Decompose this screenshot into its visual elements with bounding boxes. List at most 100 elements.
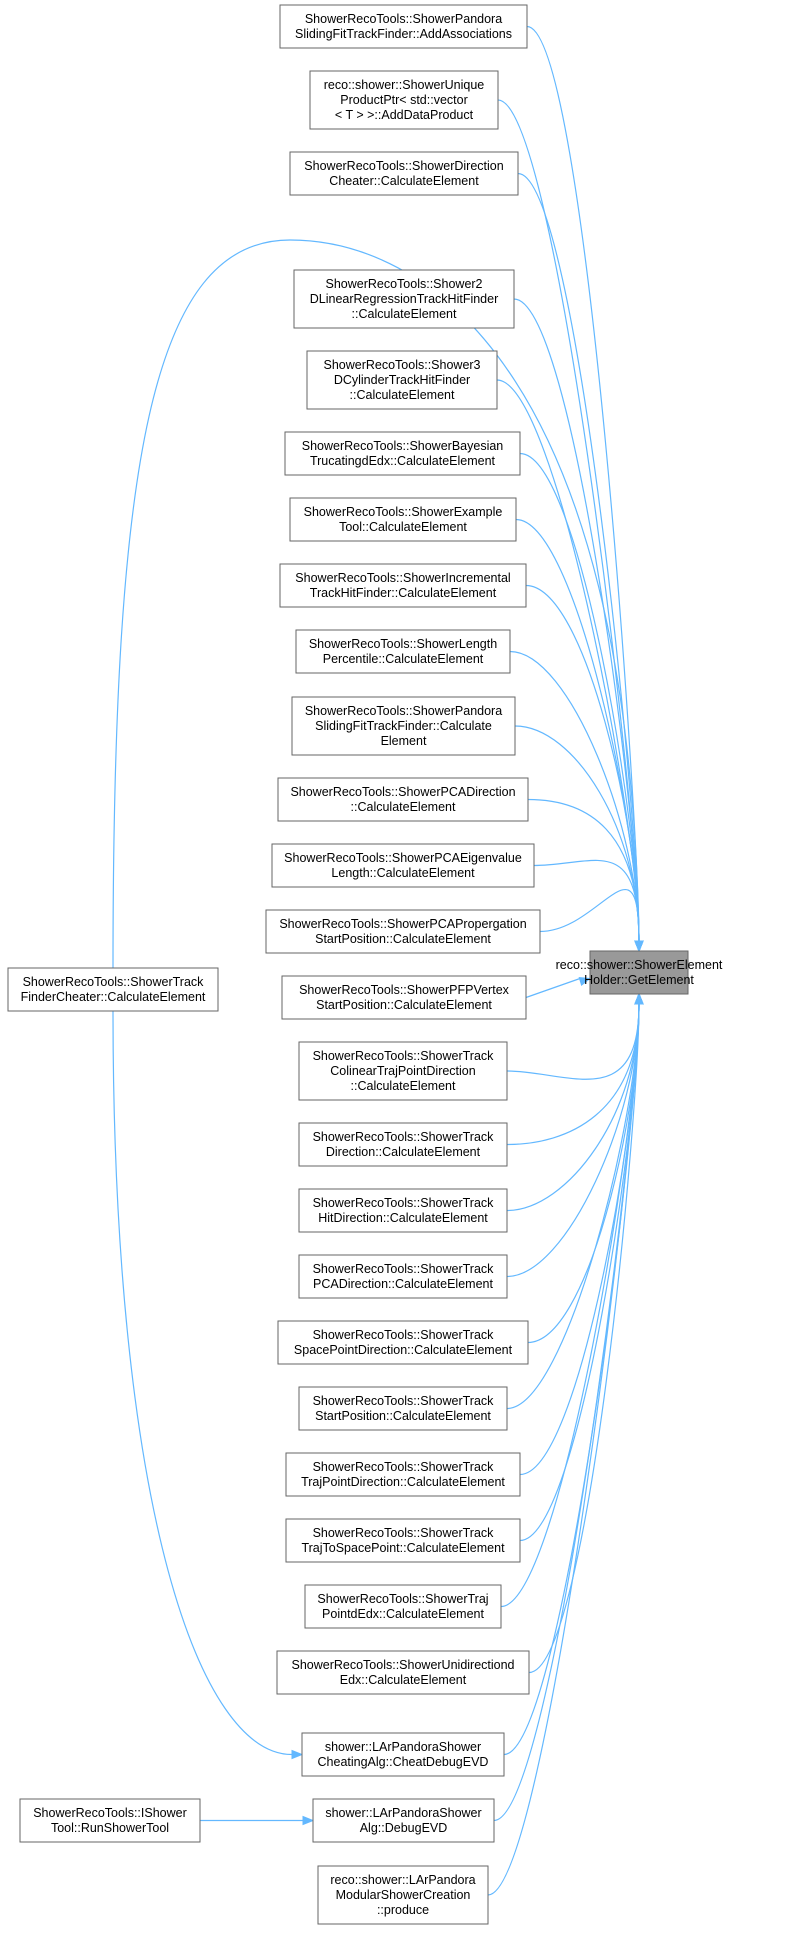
n2-label-line: ProductPtr< std::vector [340,93,467,107]
caller-node-n18[interactable]: ShowerRecoTools::ShowerTrackPCADirection… [298,1254,508,1299]
n23-box [304,1584,502,1629]
n11-label-line: ShowerRecoTools::ShowerPCADirection [290,785,515,799]
n29-label-line: ShowerRecoTools::IShower [33,1806,187,1820]
edge-n3-to-target [517,172,640,942]
caller-node-n28[interactable]: ShowerRecoTools::ShowerTrackFinderCheate… [7,967,219,1012]
edge-n28-to-target-arrowhead [634,940,644,953]
n26-box [312,1798,495,1843]
n4-label-line: ::CalculateElement [352,307,457,321]
n21-label-line: TrajPointDirection::CalculateElement [301,1475,505,1489]
caller-node-n21[interactable]: ShowerRecoTools::ShowerTrackTrajPointDir… [285,1452,521,1497]
caller-node-n19[interactable]: ShowerRecoTools::ShowerTrackSpacePointDi… [277,1320,529,1365]
edge-n17-to-target [506,1003,640,1212]
caller-node-n24[interactable]: ShowerRecoTools::ShowerUnidirectiondEdx:… [276,1650,530,1695]
caller-node-n8[interactable]: ShowerRecoTools::ShowerIncrementalTrackH… [279,563,527,608]
n29-label-line: Tool::RunShowerTool [51,1821,169,1835]
target-node[interactable]: reco::shower::ShowerElementHolder::GetEl… [556,950,723,995]
n15-label-line: ShowerRecoTools::ShowerTrack [313,1049,495,1063]
caller-node-n9[interactable]: ShowerRecoTools::ShowerLengthPercentile:… [295,629,511,674]
n24-label-line: ShowerRecoTools::ShowerUnidirectiond [291,1658,514,1672]
n19-label-line: SpacePointDirection::CalculateElement [294,1343,513,1357]
caller-node-n17[interactable]: ShowerRecoTools::ShowerTrackHitDirection… [298,1188,508,1233]
n27-label-line: ModularShowerCreation [336,1888,471,1902]
n22-label-line: TrajToSpacePoint::CalculateElement [301,1541,505,1555]
n3-label-line: ShowerRecoTools::ShowerDirection [304,159,503,173]
caller-node-n5[interactable]: ShowerRecoTools::Shower3DCylinderTrackHi… [306,350,498,410]
n14-label-line: StartPosition::CalculateElement [316,998,492,1012]
n10-label-line: ShowerRecoTools::ShowerPandora [305,704,502,718]
n8-label-line: ShowerRecoTools::ShowerIncremental [295,571,510,585]
n9-box [295,629,511,674]
n5-label-line: DCylinderTrackHitFinder [334,373,470,387]
n2-box [309,70,499,130]
edge-n27-to-target-arrowhead [634,992,644,1005]
n1-label-line: SlidingFitTrackFinder::AddAssociations [295,27,512,41]
n25-label-line: CheatingAlg::CheatDebugEVD [318,1755,489,1769]
n5-box [306,350,498,410]
n13-label-line: ShowerRecoTools::ShowerPCAPropergation [279,917,526,931]
caller-node-n29[interactable]: ShowerRecoTools::IShowerTool::RunShowerT… [19,1798,201,1843]
nodes-layer: ShowerRecoTools::ShowerPandoraSlidingFit… [7,4,723,1925]
n22-box [285,1518,521,1563]
n4-box [293,269,515,329]
caller-node-n4[interactable]: ShowerRecoTools::Shower2DLinearRegressio… [293,269,515,329]
edge-n25-to-target [503,1003,640,1756]
n16-box [298,1122,508,1167]
caller-node-n1[interactable]: ShowerRecoTools::ShowerPandoraSlidingFit… [279,4,528,49]
caller-node-n22[interactable]: ShowerRecoTools::ShowerTrackTrajToSpaceP… [285,1518,521,1563]
caller-node-n10[interactable]: ShowerRecoTools::ShowerPandoraSlidingFit… [291,696,516,756]
n29-box [19,1798,201,1843]
n9-label-line: Percentile::CalculateElement [323,652,484,666]
n20-label-line: StartPosition::CalculateElement [315,1409,491,1423]
n26-label-line: Alg::DebugEVD [360,1821,448,1835]
n9-label-line: ShowerRecoTools::ShowerLength [309,637,497,651]
n3-label-line: Cheater::CalculateElement [329,174,479,188]
n12-label-line: Length::CalculateElement [331,866,475,880]
edge-n14-to-target [525,977,581,999]
caller-node-n13[interactable]: ShowerRecoTools::ShowerPCAPropergationSt… [265,909,541,954]
edge-n29-to-n26-arrowhead [302,1815,315,1826]
n18-label-line: PCADirection::CalculateElement [313,1277,493,1291]
n24-box [276,1650,530,1695]
n17-label-line: ShowerRecoTools::ShowerTrack [313,1196,495,1210]
caller-node-n3[interactable]: ShowerRecoTools::ShowerDirectionCheater:… [289,151,519,196]
target-label-line: reco::shower::ShowerElement [556,958,723,972]
n2-label-line: < T > >::AddDataProduct [335,108,474,122]
target-label-line: Holder::GetElement [584,973,694,987]
n27-box [317,1865,489,1925]
caller-node-n23[interactable]: ShowerRecoTools::ShowerTrajPointdEdx::Ca… [304,1584,502,1629]
n16-label-line: Direction::CalculateElement [326,1145,481,1159]
n8-box [279,563,527,608]
n25-label-line: shower::LArPandoraShower [325,1740,481,1754]
caller-node-n25[interactable]: shower::LArPandoraShowerCheatingAlg::Che… [301,1732,505,1777]
caller-node-n27[interactable]: reco::shower::LArPandoraModularShowerCre… [317,1865,489,1925]
n17-label-line: HitDirection::CalculateElement [318,1211,488,1225]
edge-n28-to-n25 [112,1010,293,1756]
caller-node-n11[interactable]: ShowerRecoTools::ShowerPCADirection::Cal… [277,777,529,822]
edge-n20-to-target [506,1003,640,1410]
edge-n15-to-target [506,1003,640,1080]
n10-box [291,696,516,756]
edges-layer [112,25,644,1896]
caller-node-n14[interactable]: ShowerRecoTools::ShowerPFPVertexStartPos… [281,975,527,1020]
n10-label-line: SlidingFitTrackFinder::Calculate [315,719,492,733]
n28-label-line: FinderCheater::CalculateElement [21,990,206,1004]
n28-box [7,967,219,1012]
caller-node-n20[interactable]: ShowerRecoTools::ShowerTrackStartPositio… [298,1386,508,1431]
n2-label-line: reco::shower::ShowerUnique [324,78,485,92]
n23-label-line: PointdEdx::CalculateElement [322,1607,484,1621]
n22-label-line: ShowerRecoTools::ShowerTrack [313,1526,495,1540]
n18-box [298,1254,508,1299]
caller-node-n12[interactable]: ShowerRecoTools::ShowerPCAEigenvalueLeng… [271,843,535,888]
caller-node-n7[interactable]: ShowerRecoTools::ShowerExampleTool::Calc… [289,497,517,542]
caller-node-n16[interactable]: ShowerRecoTools::ShowerTrackDirection::C… [298,1122,508,1167]
n27-label-line: reco::shower::LArPandora [330,1873,475,1887]
target-box [589,950,689,995]
n20-box [298,1386,508,1431]
caller-node-n15[interactable]: ShowerRecoTools::ShowerTrackColinearTraj… [298,1041,508,1101]
n21-box [285,1452,521,1497]
caller-node-n6[interactable]: ShowerRecoTools::ShowerBayesianTrucating… [284,431,521,476]
n16-label-line: ShowerRecoTools::ShowerTrack [313,1130,495,1144]
